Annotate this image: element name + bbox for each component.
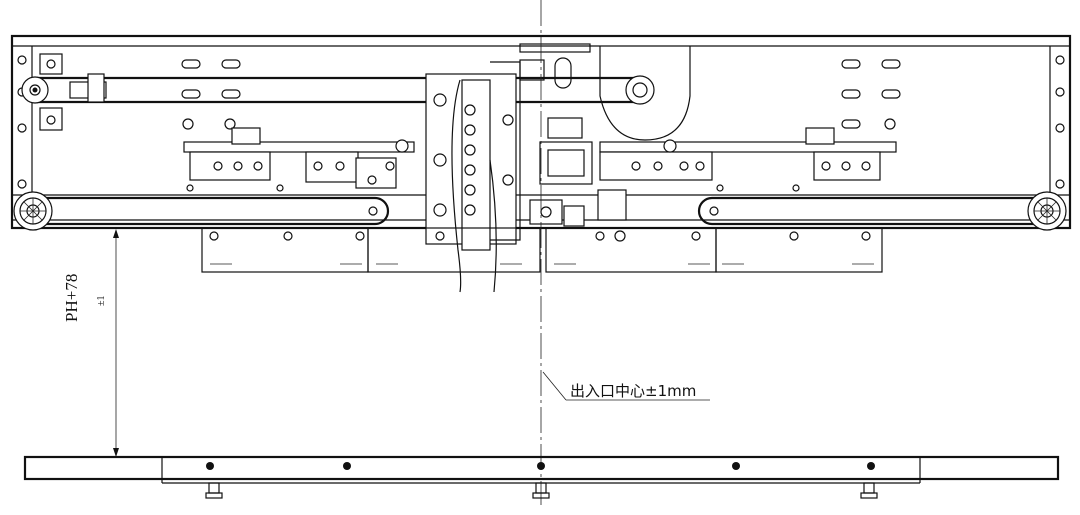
entrance-center-note: 出入口中心±1mm [570, 382, 697, 400]
upper-belt [21, 53, 640, 131]
slotted-holes-right [841, 59, 901, 130]
lower-rails [35, 196, 1045, 226]
door-hangers-below [201, 227, 883, 273]
sill-bolts [205, 482, 878, 499]
center-lock-mechanism [425, 61, 626, 293]
left-hanger-assembly [183, 127, 415, 192]
left-end-pulley [13, 191, 53, 231]
right-hanger-assembly [597, 127, 897, 221]
entrance-center-line [540, 0, 710, 505]
door-sill [23, 455, 1060, 484]
side-mount-holes [17, 55, 1065, 189]
motor-pulley [519, 43, 691, 141]
ph-dimension-label: PH+78 [62, 273, 81, 322]
right-end-pulley [1027, 191, 1067, 231]
slotted-holes-left [181, 59, 241, 130]
ph-dimension-tolerance: ±1 [96, 295, 107, 307]
ph-dimension-line [113, 229, 119, 457]
